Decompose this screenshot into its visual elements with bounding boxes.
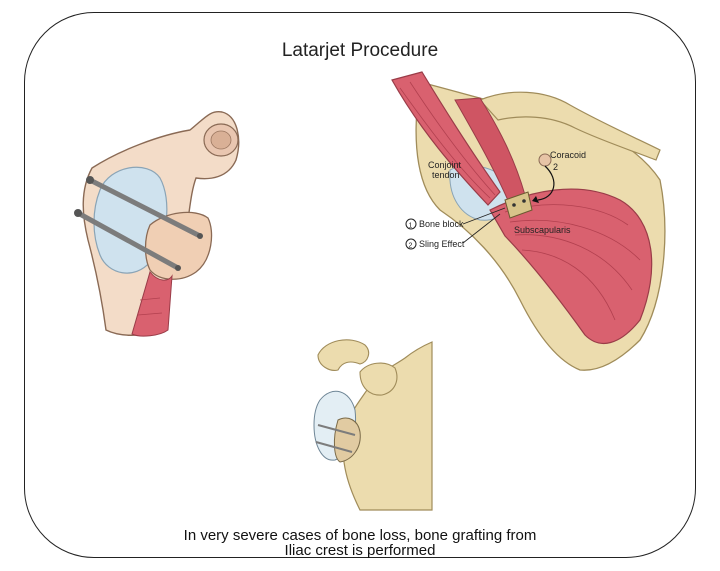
label-conjoint-line1: Conjoint (428, 160, 462, 170)
right-bone-block (504, 191, 533, 219)
conjoint-muscle (391, 71, 501, 206)
label-bone-block-number: 1 (409, 223, 413, 230)
label-conjoint-line2: tendon (432, 170, 460, 180)
rounded-frame (24, 12, 696, 558)
bottom-acromion (359, 362, 398, 396)
label-subscapularis: Subscapularis (514, 225, 571, 235)
right-scapula-illustration (391, 71, 666, 371)
left-tendon (131, 270, 173, 337)
left-shoulder-illustration (74, 111, 240, 337)
label-sling-effect: Sling Effect (419, 239, 465, 249)
label-coracoid-number: 2 (553, 162, 558, 172)
transfer-arrow (537, 165, 555, 201)
bone-block-marker (405, 218, 417, 230)
bottom-scapula-illustration (313, 339, 433, 511)
sling-effect-marker (405, 238, 417, 250)
bottom-coracoid (317, 339, 370, 371)
bone-block-graft (144, 211, 213, 280)
left-screws (74, 176, 203, 271)
label-bone-block: Bone block (419, 219, 464, 229)
acromion (478, 91, 661, 161)
caption-line-2: Iliac crest is performed (284, 542, 436, 559)
subscapularis-muscle (489, 188, 653, 344)
diagram-title: Latarjet Procedure (281, 40, 439, 61)
label-sling-number: 2 (409, 243, 413, 250)
label-coracoid: Coracoid (550, 150, 586, 160)
caption-line-1: In very severe cases of bone loss, bone … (183, 527, 537, 544)
